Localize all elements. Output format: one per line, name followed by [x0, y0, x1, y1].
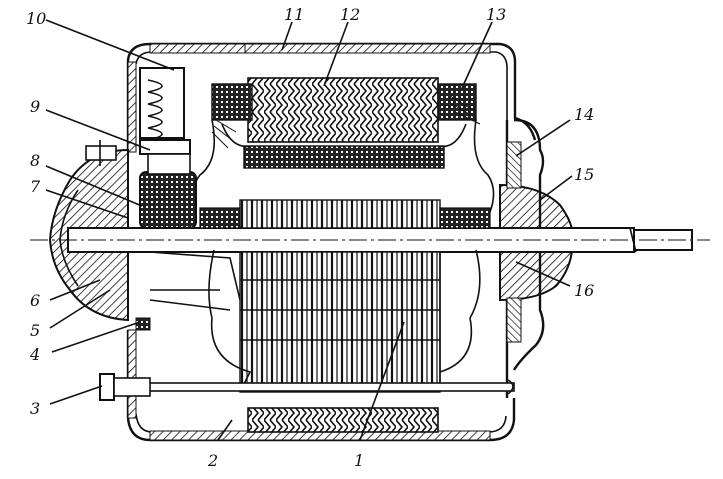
- callout-11: 11: [284, 5, 304, 24]
- callout-5: 5: [30, 321, 40, 340]
- callout-labels: 1 2 3 4 5 6 7 8 9 10 11 12 13 14 15 16: [26, 5, 594, 470]
- callout-9: 9: [30, 97, 40, 116]
- motor-shaft: [30, 227, 710, 253]
- callout-1: 1: [354, 451, 364, 470]
- callout-4: 4: [29, 345, 40, 364]
- callout-15: 15: [574, 165, 594, 184]
- callout-2: 2: [207, 451, 218, 470]
- rotor-armature: [149, 199, 491, 393]
- callout-12: 12: [340, 5, 360, 24]
- callout-13: 13: [486, 5, 506, 24]
- callout-10: 10: [26, 9, 46, 28]
- through-bolt: [85, 140, 515, 401]
- callout-16: 16: [574, 281, 594, 300]
- brush-assembly: [135, 67, 197, 331]
- callout-7: 7: [30, 177, 41, 196]
- callout-6: 6: [30, 291, 40, 310]
- callout-3: 3: [30, 399, 40, 418]
- stator: [192, 77, 495, 433]
- callout-8: 8: [30, 151, 40, 170]
- callout-leaders: [45, 19, 573, 441]
- callout-14: 14: [574, 105, 594, 124]
